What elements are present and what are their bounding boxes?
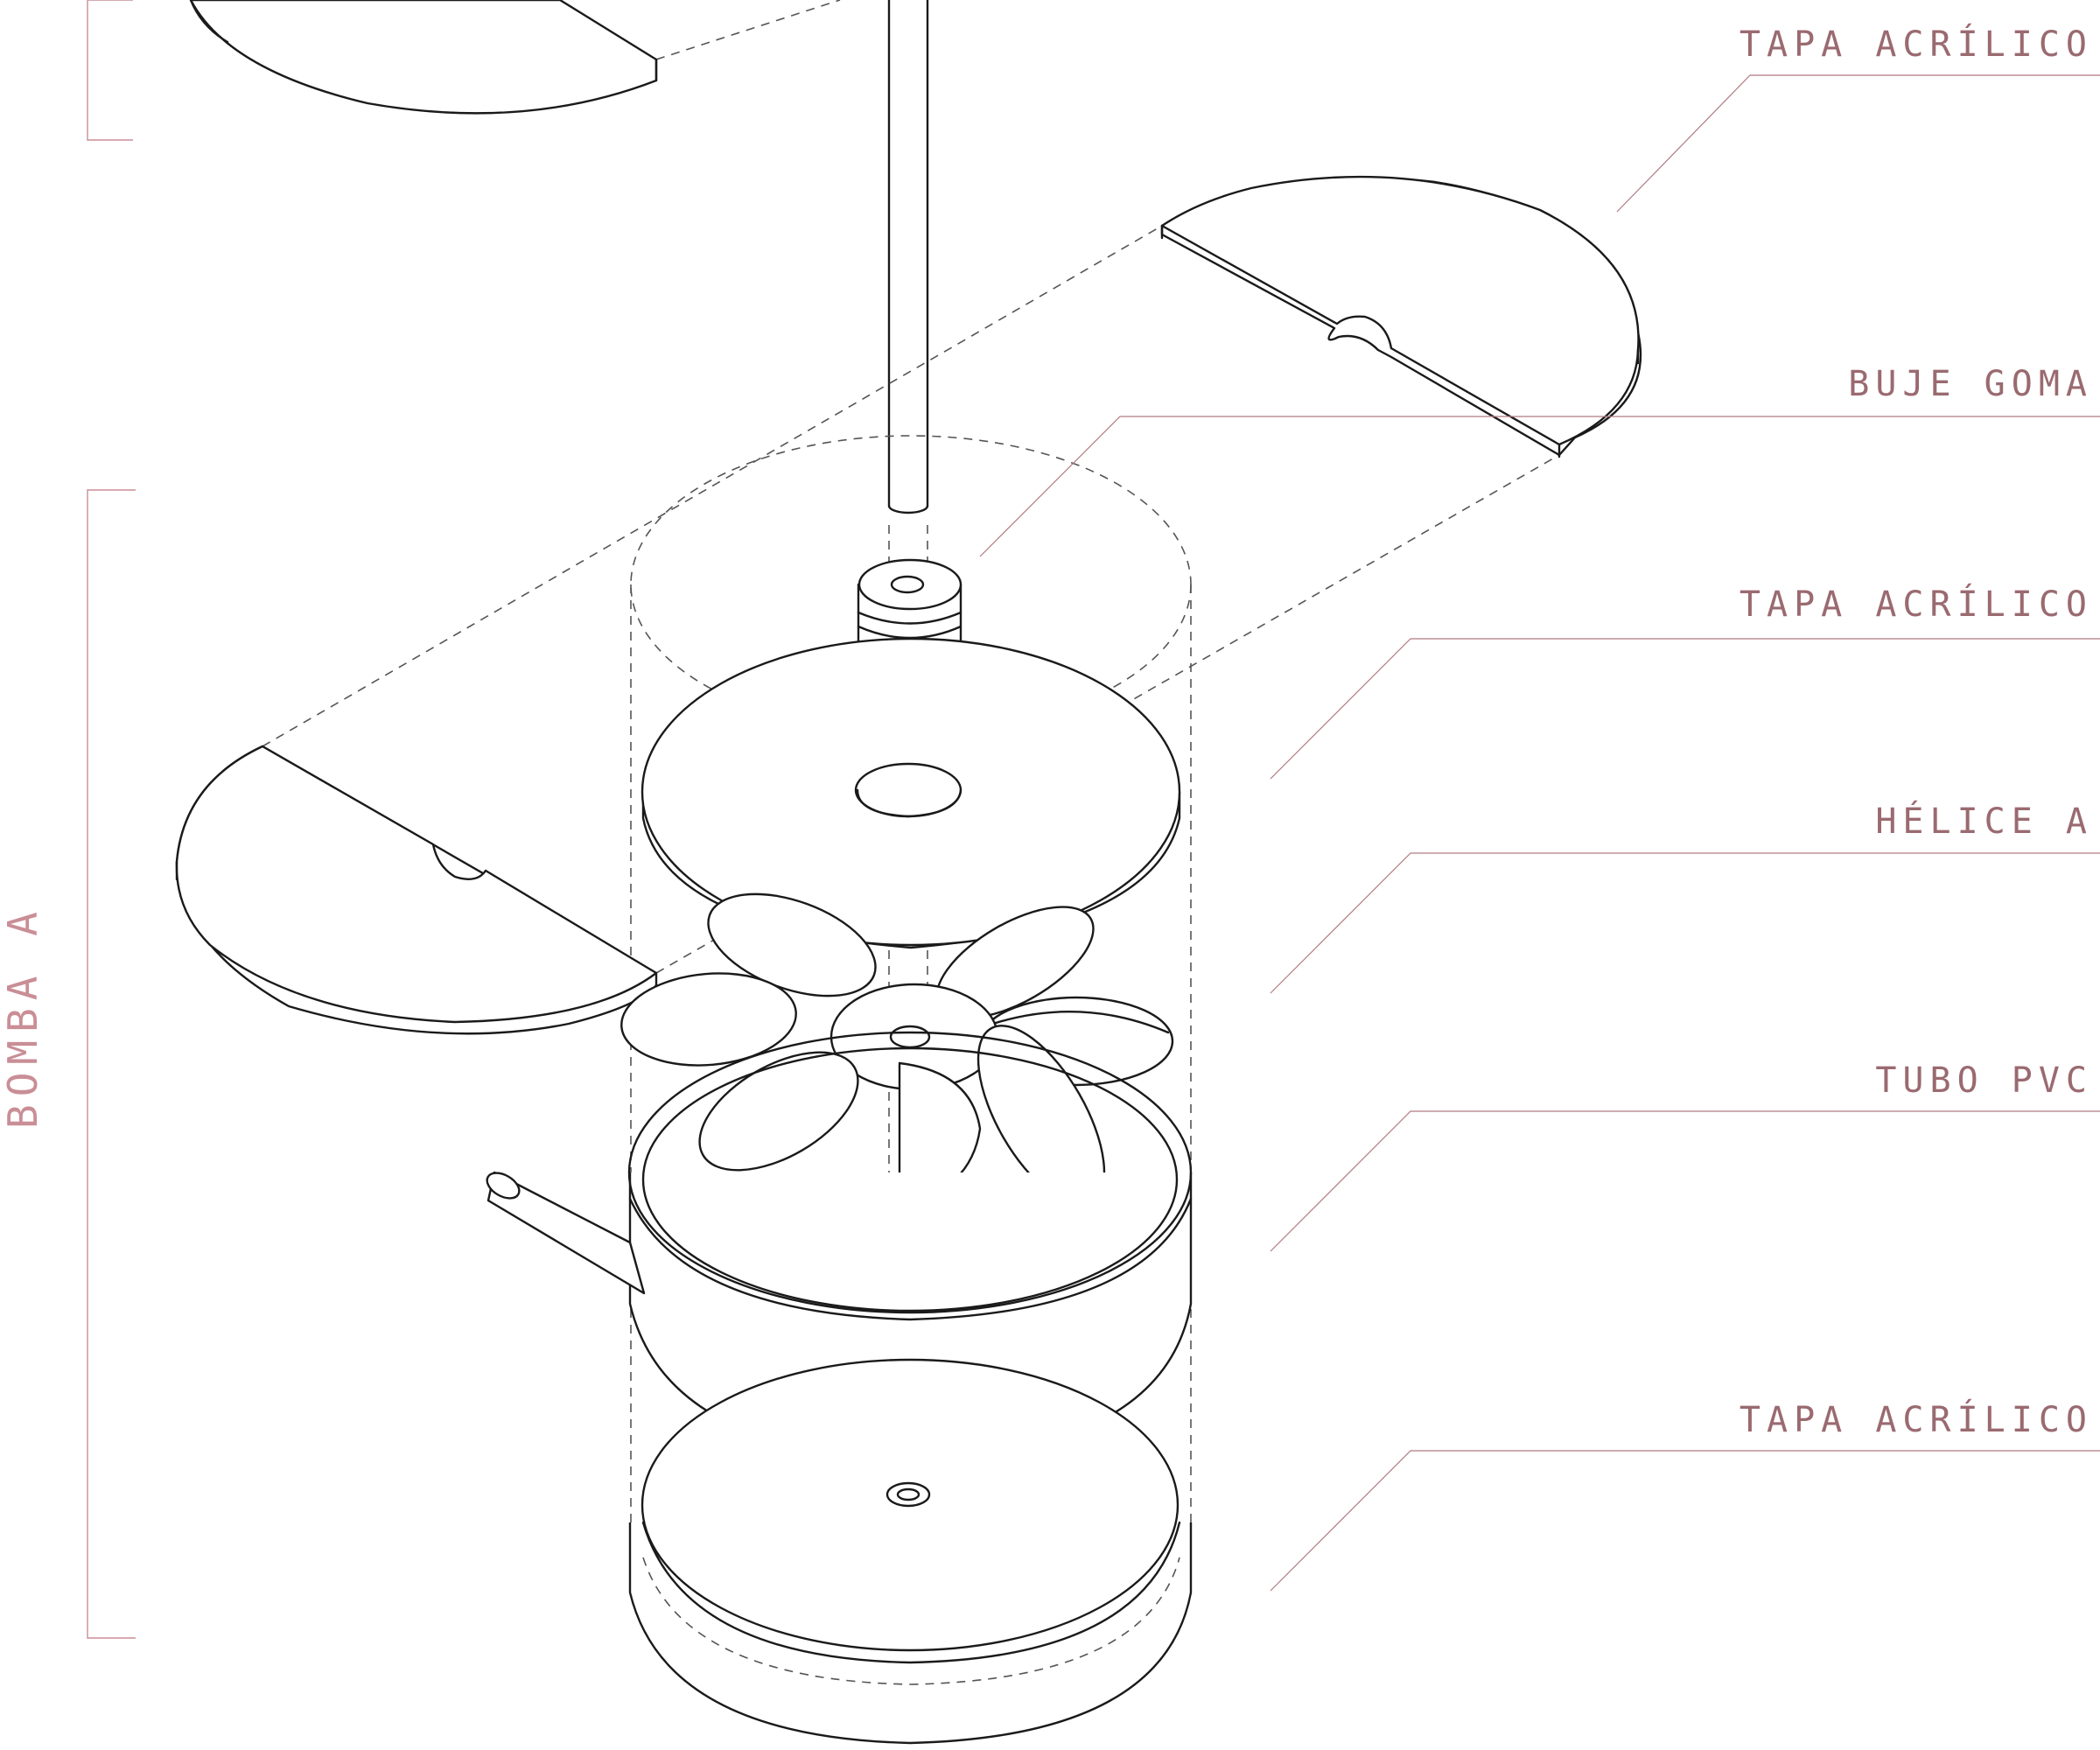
label-tubo-pvc: TUBO PVC — [1875, 1060, 2093, 1101]
label-tapa-acrilico-top: TAPA ACRÍLICO — [1740, 23, 2093, 65]
assembly-label: BOMBA A — [0, 904, 46, 1129]
label-buje-goma: BUJE GOMA — [1848, 364, 2093, 404]
label-tapa-acrilico-bottom: TAPA ACRÍLICO — [1740, 1398, 2093, 1440]
leader-lines — [979, 74, 2100, 1592]
label-helice-a: HÉLICE A — [1875, 800, 2093, 842]
assembly-bracket — [87, 0, 136, 1639]
tapa-acrilico-half-left — [175, 745, 658, 1035]
tapa-acrilico-bottom — [628, 1358, 1193, 1745]
label-tapa-acrilico-middle: TAPA ACRÍLICO — [1740, 583, 2093, 625]
part-labels: TAPA ACRÍLICO BUJE GOMA TAPA ACRÍLICO HÉ… — [1740, 23, 2093, 1440]
tapa-acrilico-upper-half-left — [189, 0, 658, 115]
helice-a — [620, 892, 1174, 1209]
tapa-acrilico-half-right — [1160, 175, 1642, 458]
